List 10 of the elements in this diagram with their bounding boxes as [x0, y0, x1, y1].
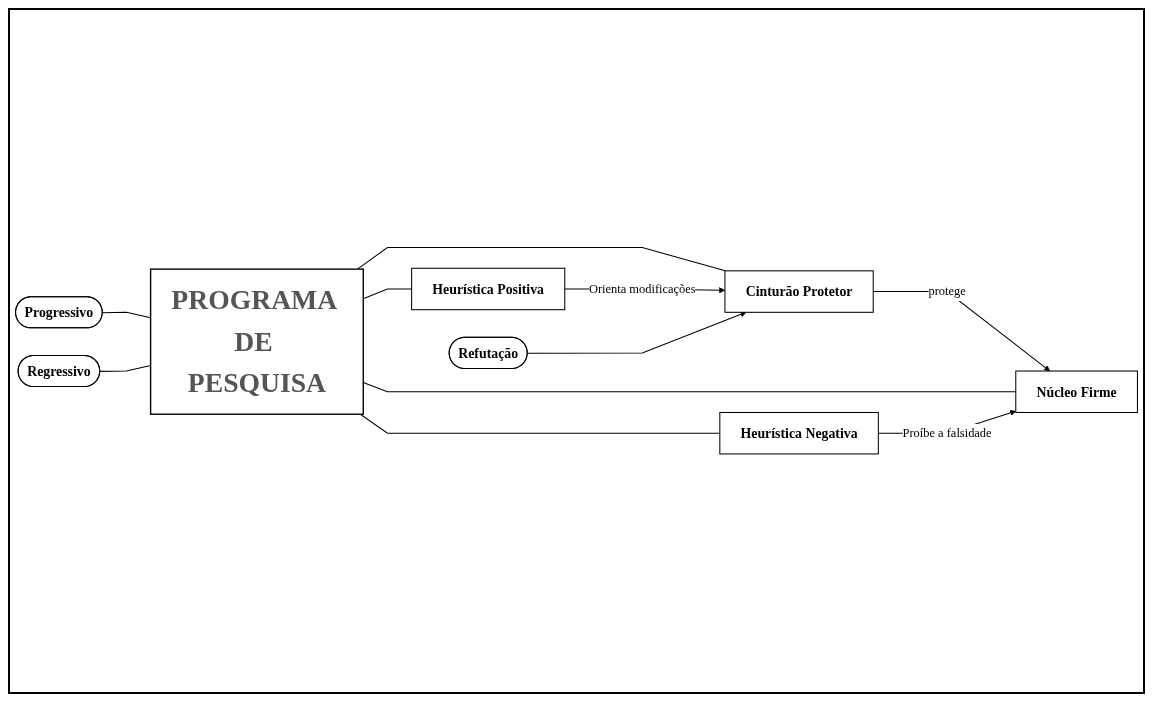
- node-box: Heurística Positiva: [411, 268, 566, 311]
- edge-label: Orienta modificações: [588, 281, 696, 296]
- edge-label: protege: [928, 284, 966, 299]
- node-box: Cinturão Protetor: [724, 270, 874, 314]
- node-box: Núcleo Firme: [1015, 370, 1138, 414]
- node-box: PROGRAMA DE PESQUISA: [149, 268, 364, 416]
- edge-label: Proíbe a falsidade: [902, 426, 992, 441]
- node-box: Heurística Negativa: [719, 412, 879, 455]
- connector: [357, 247, 726, 272]
- arrow: [527, 311, 747, 354]
